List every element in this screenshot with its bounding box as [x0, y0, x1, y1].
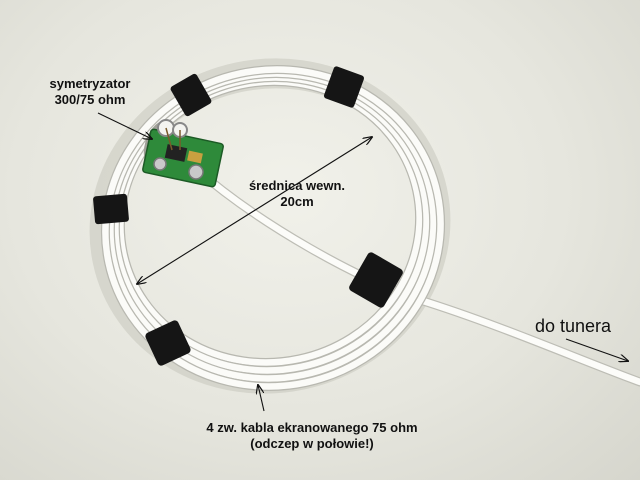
balun-label-line2: 300/75 ohm	[54, 91, 126, 107]
cable-label: 4 zw. kabla ekranowanego 75 ohm (odczep …	[192, 420, 432, 451]
cable-arrow	[258, 385, 265, 412]
tape-wraps	[93, 66, 403, 366]
cable-label-line1: 4 zw. kabla ekranowanego 75 ohm	[206, 420, 418, 435]
balun-label-line1: symetryzator	[49, 76, 131, 91]
cable-label-line2: (odczep w połowie!)	[250, 435, 374, 451]
tuner-arrow	[565, 338, 628, 361]
balun-arrow	[97, 112, 152, 139]
annotation-arrows	[97, 112, 628, 412]
diameter-label-line1: średnica wewn.	[248, 178, 346, 193]
balun-label: symetryzator 300/75 ohm	[20, 76, 160, 107]
diameter-label-line2: 20cm	[280, 193, 314, 209]
coax-coil	[100, 65, 446, 391]
diameter-label: średnica wewn. 20cm	[222, 178, 372, 209]
tuner-label: do tunera	[535, 316, 612, 336]
diameter-arrow	[137, 137, 372, 284]
balun-board	[142, 119, 224, 188]
